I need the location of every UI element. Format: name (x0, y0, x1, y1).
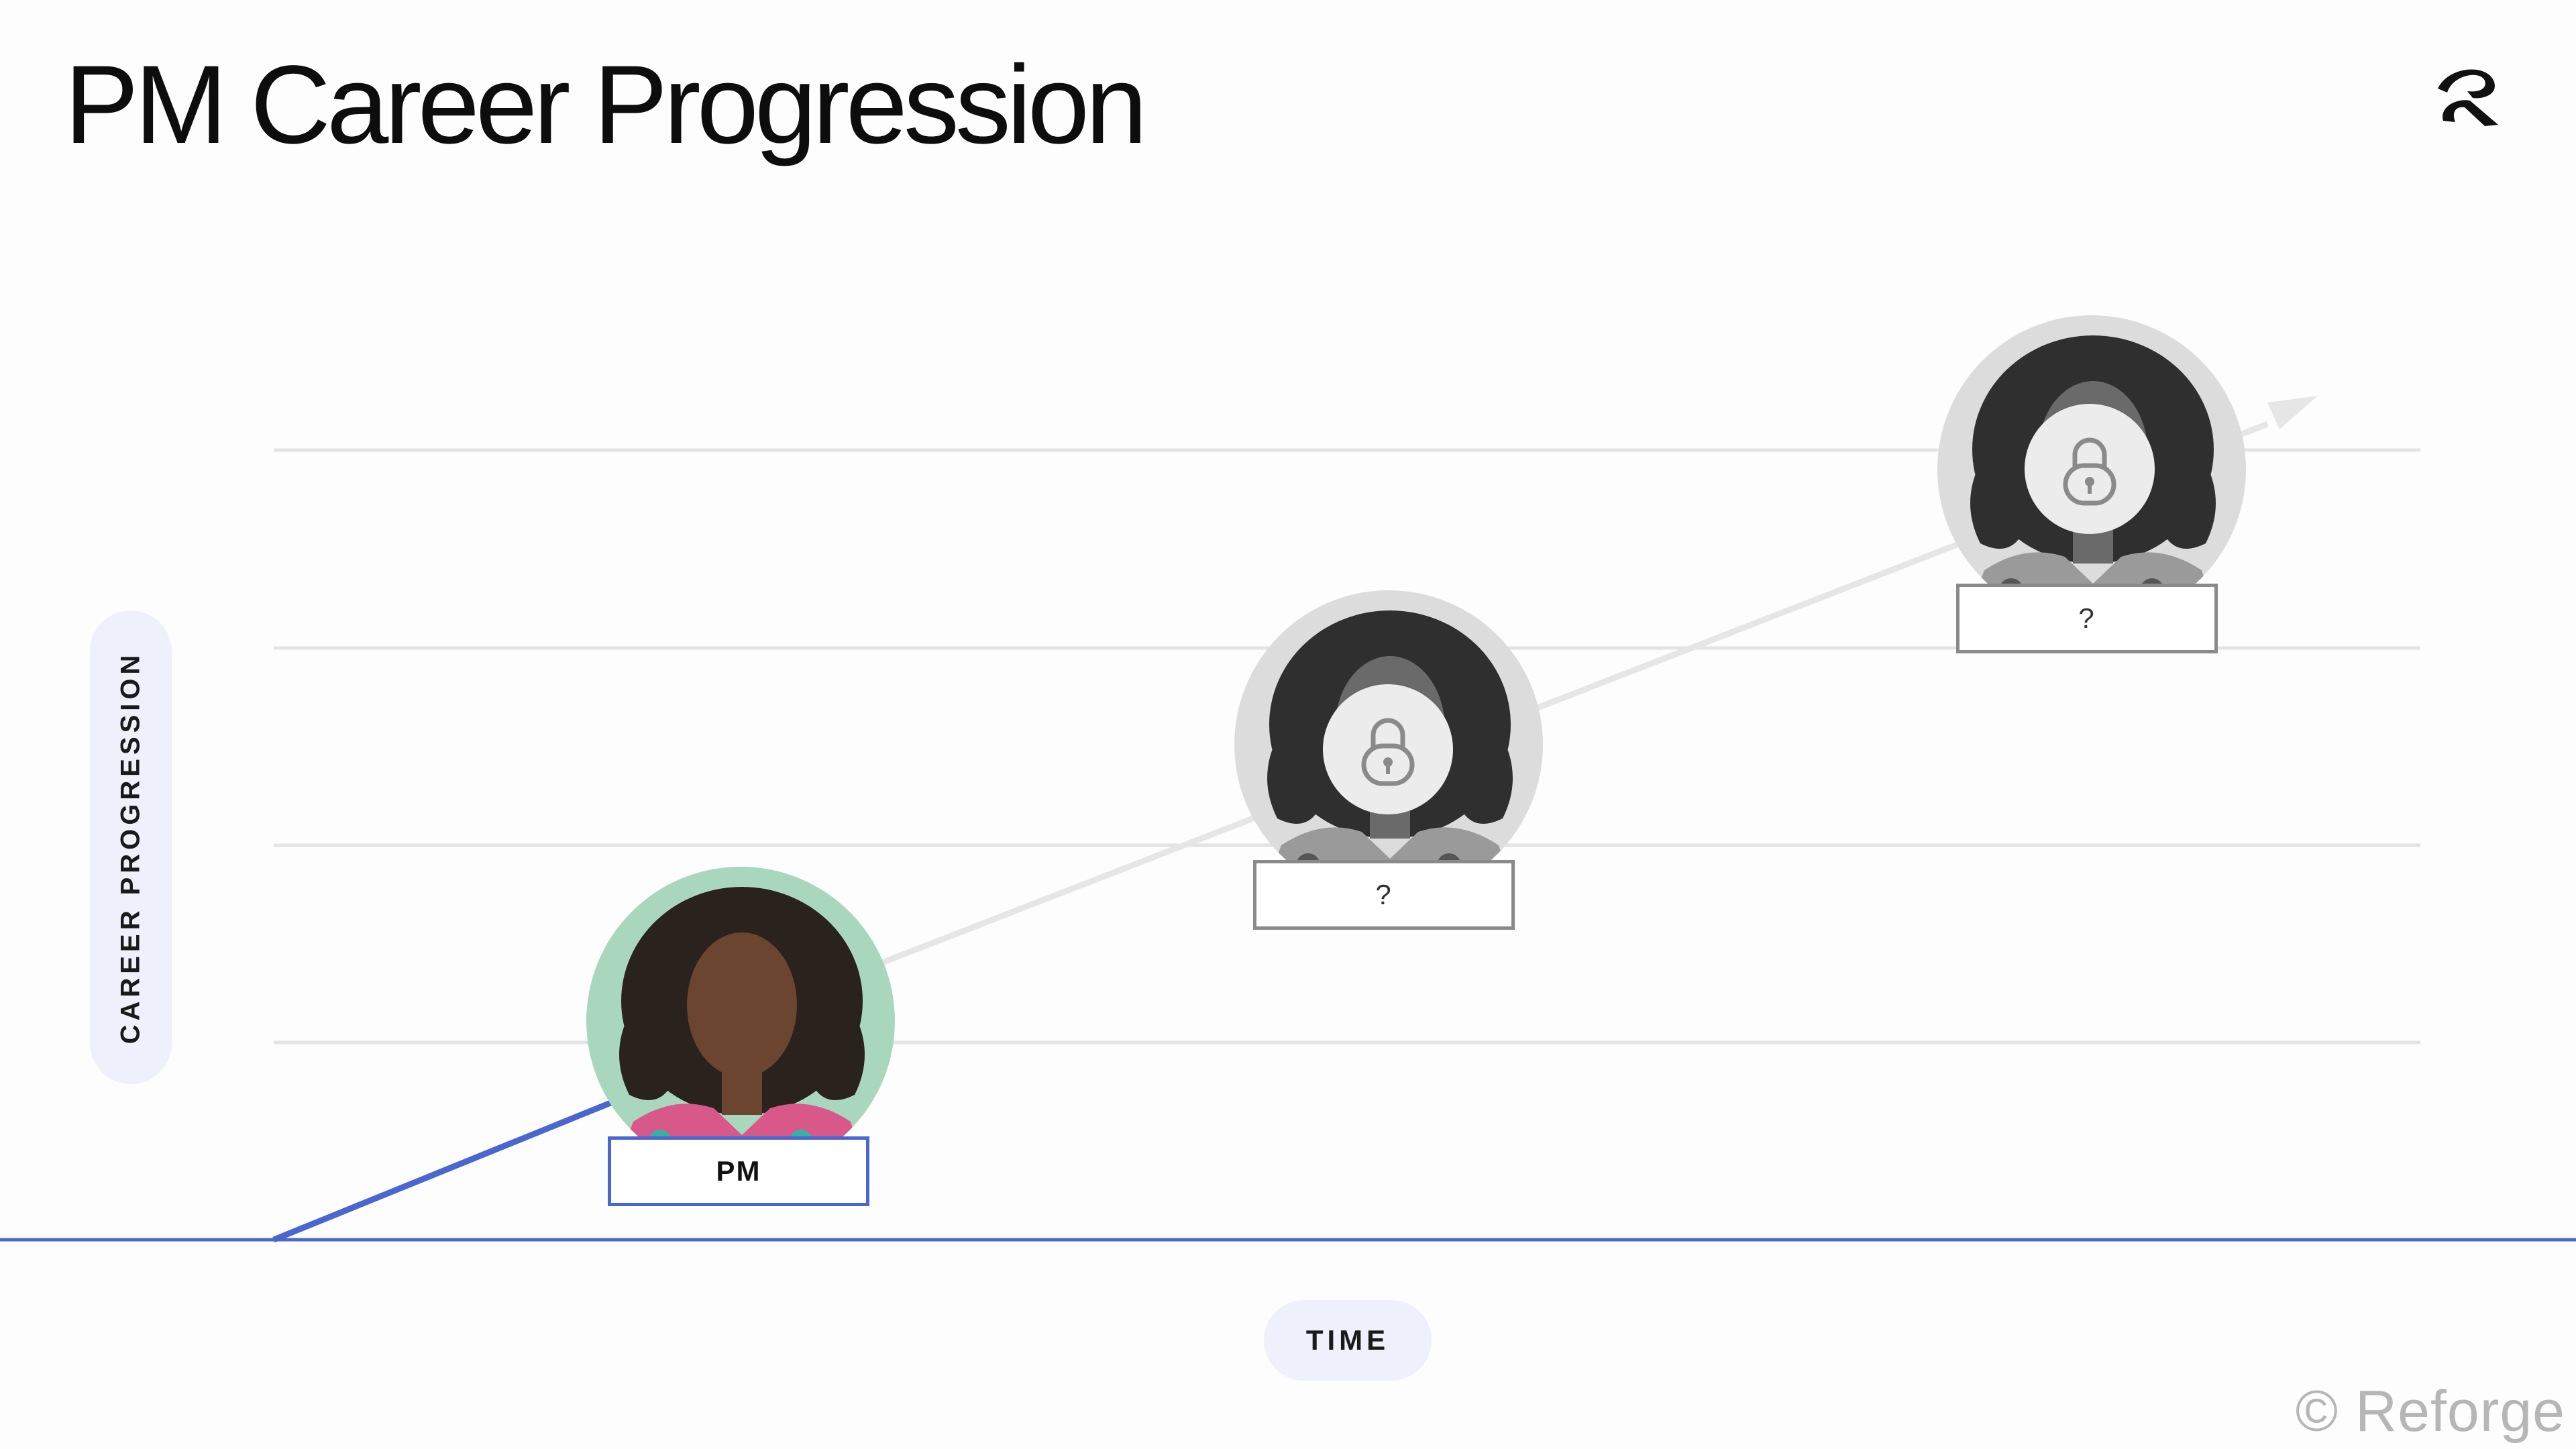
arrow-right-up-icon (2267, 396, 2318, 429)
y-axis-label-text: CAREER PROGRESSION (115, 651, 146, 1044)
lock-icon (2063, 437, 2116, 506)
reforge-logo-icon (2438, 69, 2498, 126)
y-axis-label: CAREER PROGRESSION (90, 610, 172, 1084)
lock-icon (1361, 718, 1415, 786)
stage-label-box: PM (608, 1136, 869, 1206)
lock-badge (1323, 684, 1453, 814)
stage-label: PM (716, 1155, 761, 1187)
stage-label-box: ? (1956, 584, 2218, 653)
avatar-pm (586, 867, 895, 1175)
stage-label: ? (1375, 879, 1393, 910)
stage-label: ? (2078, 602, 2096, 634)
stage-label-box: ? (1253, 860, 1515, 930)
copyright-notice: © Reforge (2295, 1379, 2565, 1444)
trend-line-achieved (272, 1097, 619, 1243)
page-title: PM Career Progression (64, 43, 1147, 167)
lock-badge (2025, 404, 2155, 534)
x-axis-label: TIME (1264, 1300, 1432, 1381)
